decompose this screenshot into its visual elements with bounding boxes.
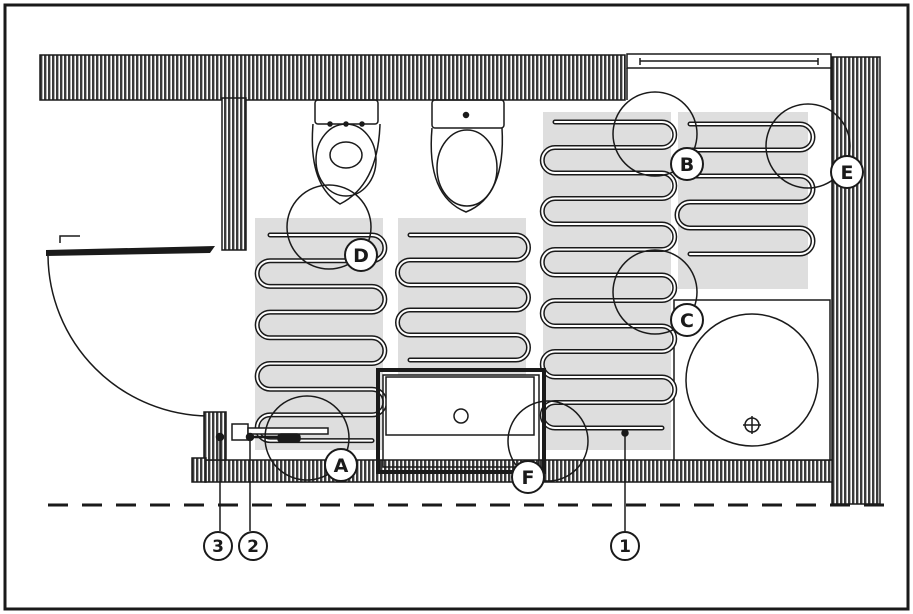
- callout-label-1: 1: [619, 537, 631, 557]
- zone-badge-a: A: [324, 448, 358, 482]
- callout-label-3: 3: [212, 537, 224, 557]
- mat-large: [543, 112, 671, 450]
- numbered-callouts: [219, 429, 629, 531]
- zone-circle-d: [286, 184, 372, 270]
- toilet-right: [430, 99, 505, 213]
- callout-badge-1: 1: [610, 531, 640, 561]
- window: [626, 53, 832, 100]
- zone-label-d: D: [353, 245, 369, 267]
- zone-label-c: C: [680, 310, 694, 332]
- diagram-frame: [3, 3, 910, 611]
- zone-badge-d: D: [344, 238, 378, 272]
- zone-badge-e: E: [830, 155, 864, 189]
- thermostat-assembly: [191, 423, 329, 483]
- zone-badge-b: B: [670, 147, 704, 181]
- zone-label-a: A: [334, 455, 349, 477]
- zone-circle-c: [612, 249, 698, 335]
- partition-wall: [221, 97, 247, 251]
- zone-circle-f: [507, 400, 589, 482]
- top-wall: [39, 54, 626, 101]
- washbasin: [376, 368, 546, 474]
- zone-circle-b: [612, 91, 698, 177]
- callout-label-2: 2: [247, 537, 259, 557]
- zone-circles: [264, 91, 851, 482]
- walls: [39, 54, 881, 505]
- zone-label-b: B: [680, 154, 694, 176]
- zone-circle-a: [264, 395, 350, 481]
- zone-badge-f: F: [511, 460, 545, 494]
- zone-label-f: F: [522, 467, 535, 489]
- zone-badges: A B C D E F: [324, 147, 864, 494]
- toilet-left: [311, 99, 381, 205]
- heating-cable-inner: [256, 121, 814, 442]
- zone-label-e: E: [841, 162, 854, 184]
- zone-circle-e: [765, 103, 851, 189]
- callout-badge-2: 2: [238, 531, 268, 561]
- door: [46, 235, 227, 461]
- callout-badge-3: 3: [203, 531, 233, 561]
- mat-middle: [398, 218, 526, 375]
- zone-badge-c: C: [670, 303, 704, 337]
- right-wall: [831, 56, 881, 505]
